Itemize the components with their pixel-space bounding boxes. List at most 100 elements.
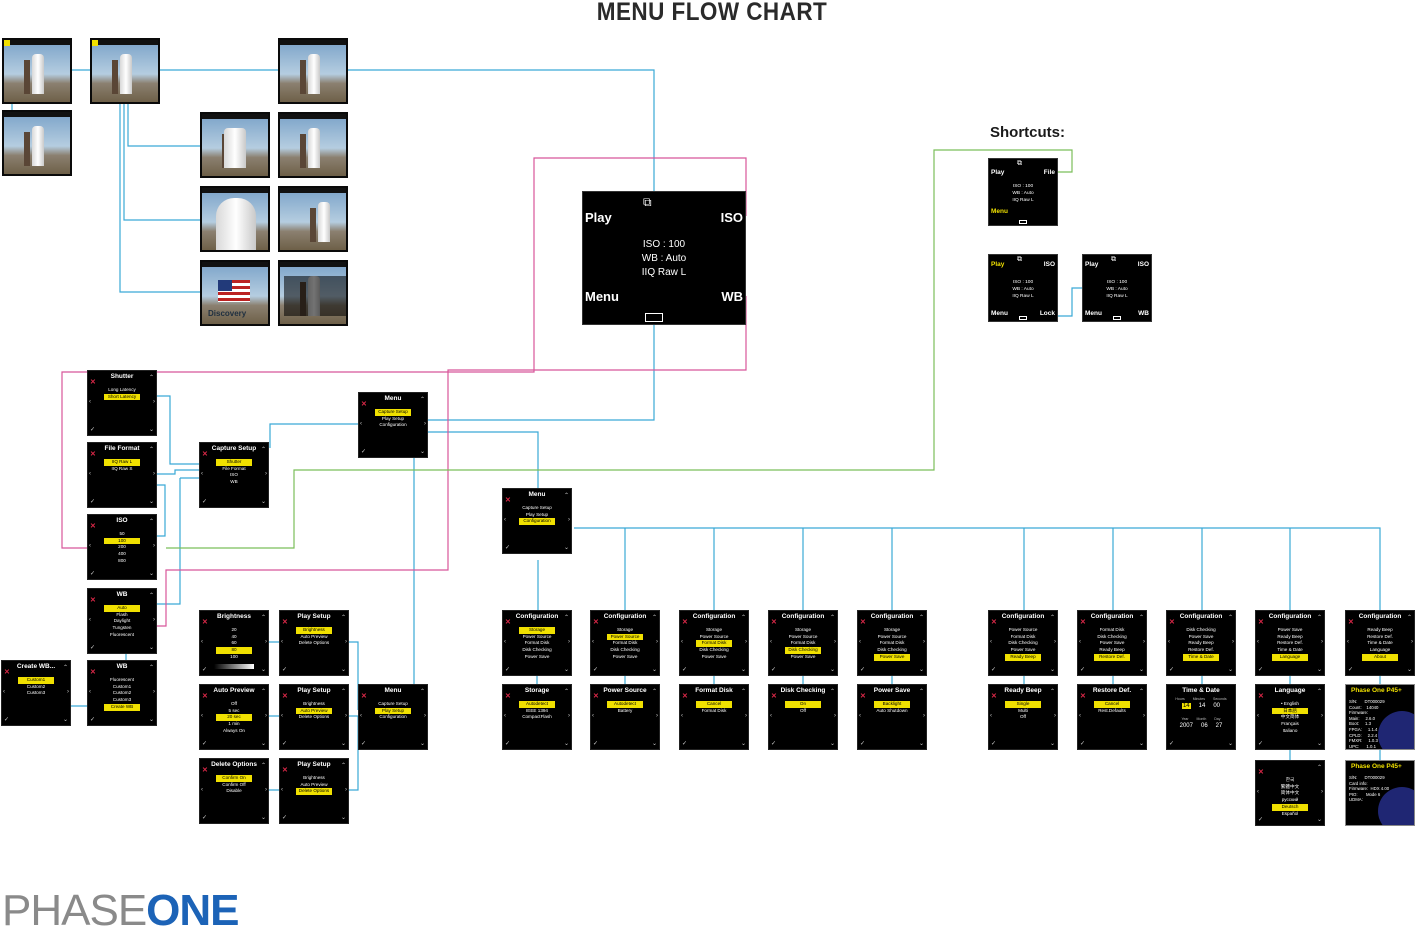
photo-thumbnail[interactable]: Discovery bbox=[200, 260, 270, 326]
chevron-right-icon[interactable]: › bbox=[1143, 639, 1145, 645]
chevron-left-icon[interactable]: ‹ bbox=[592, 639, 594, 645]
iso-softkey[interactable]: ISO bbox=[1044, 261, 1055, 268]
chevron-right-icon[interactable]: › bbox=[153, 399, 155, 405]
chevron-down-icon[interactable]: ⌄ bbox=[1139, 740, 1144, 747]
chevron-down-icon[interactable]: ⌄ bbox=[1050, 740, 1055, 747]
menu-item[interactable]: Format Disk bbox=[870, 640, 914, 647]
close-icon[interactable]: ✕ bbox=[361, 400, 367, 408]
menu-item[interactable]: Autodetect bbox=[607, 701, 643, 708]
menu-item[interactable]: Disk Checking bbox=[785, 647, 821, 654]
chevron-up-icon[interactable]: ⌃ bbox=[652, 688, 657, 695]
chevron-down-icon[interactable]: ⌄ bbox=[1407, 666, 1412, 673]
menu-item[interactable]: Configuration bbox=[371, 714, 415, 721]
chevron-left-icon[interactable]: ‹ bbox=[201, 787, 203, 793]
menu-item[interactable]: Custom1 bbox=[100, 684, 144, 691]
confirm-icon[interactable]: ✓ bbox=[90, 426, 95, 433]
month-field[interactable]: 06 bbox=[1201, 723, 1208, 729]
chevron-left-icon[interactable]: ‹ bbox=[770, 639, 772, 645]
chevron-right-icon[interactable]: › bbox=[265, 787, 267, 793]
chevron-up-icon[interactable]: ⌃ bbox=[1317, 764, 1322, 771]
chevron-left-icon[interactable]: ‹ bbox=[281, 639, 283, 645]
photo-thumbnail[interactable] bbox=[2, 110, 72, 176]
menu-item[interactable]: Deutsch bbox=[1272, 804, 1308, 811]
menu-item[interactable]: Disk Checking bbox=[870, 647, 914, 654]
chevron-up-icon[interactable]: ⌃ bbox=[261, 762, 266, 769]
menu-item[interactable]: WB bbox=[212, 479, 256, 486]
chevron-up-icon[interactable]: ⌃ bbox=[149, 446, 154, 453]
menu-softkey[interactable]: Menu bbox=[585, 289, 619, 304]
menu-item[interactable]: Confirm On bbox=[216, 775, 252, 782]
year-field[interactable]: 2007 bbox=[1180, 723, 1193, 729]
menu-item[interactable]: Delete Options bbox=[296, 788, 332, 795]
menu-item[interactable]: Play Setup bbox=[375, 708, 411, 715]
chevron-down-icon[interactable]: ⌄ bbox=[261, 740, 266, 747]
menu-item[interactable]: Shutter bbox=[216, 459, 252, 466]
menu-item[interactable]: 40 bbox=[212, 634, 256, 641]
close-icon[interactable]: ✕ bbox=[991, 618, 997, 626]
close-icon[interactable]: ✕ bbox=[282, 618, 288, 626]
menu-item[interactable]: Cancel bbox=[1094, 701, 1130, 708]
menu-item[interactable]: Auto bbox=[104, 605, 140, 612]
close-icon[interactable]: ✕ bbox=[771, 618, 777, 626]
menu-item[interactable]: Power Save bbox=[515, 654, 559, 661]
close-icon[interactable]: ✕ bbox=[1080, 618, 1086, 626]
confirm-icon[interactable]: ✓ bbox=[282, 666, 287, 673]
confirm-icon[interactable]: ✓ bbox=[771, 740, 776, 747]
chevron-up-icon[interactable]: ⌃ bbox=[149, 592, 154, 599]
menu-item[interactable]: Format Disk bbox=[1001, 634, 1045, 641]
chevron-down-icon[interactable]: ⌄ bbox=[149, 644, 154, 651]
confirm-icon[interactable]: ✓ bbox=[90, 644, 95, 651]
close-icon[interactable]: ✕ bbox=[1348, 618, 1354, 626]
photo-thumbnail[interactable] bbox=[200, 112, 270, 178]
chevron-down-icon[interactable]: ⌄ bbox=[341, 740, 346, 747]
confirm-icon[interactable]: ✓ bbox=[991, 666, 996, 673]
chevron-left-icon[interactable]: ‹ bbox=[281, 787, 283, 793]
confirm-icon[interactable]: ✓ bbox=[1348, 666, 1353, 673]
menu-item[interactable]: Off bbox=[1001, 714, 1045, 721]
confirm-icon[interactable]: ✓ bbox=[1169, 666, 1174, 673]
day-field[interactable]: 27 bbox=[1216, 723, 1223, 729]
powersource-screen[interactable]: Power Source✕⌃‹›✓⌄AutodetectBattery bbox=[590, 684, 660, 750]
menu-item[interactable]: CompactFlash bbox=[515, 714, 559, 721]
confirm-icon[interactable]: ✓ bbox=[202, 814, 207, 821]
menu-item[interactable]: Disk Checking bbox=[603, 647, 647, 654]
chevron-down-icon[interactable]: ⌄ bbox=[1317, 740, 1322, 747]
menu-item[interactable]: 400 bbox=[100, 551, 144, 558]
menu-item[interactable]: Single bbox=[1005, 701, 1041, 708]
chevron-up-icon[interactable]: ⌃ bbox=[261, 446, 266, 453]
close-icon[interactable]: ✕ bbox=[90, 522, 96, 530]
chevron-down-icon[interactable]: ⌄ bbox=[1228, 666, 1233, 673]
chevron-down-icon[interactable]: ⌄ bbox=[741, 740, 746, 747]
menu-item[interactable]: 100 bbox=[104, 538, 140, 545]
chevron-down-icon[interactable]: ⌄ bbox=[1317, 666, 1322, 673]
photo-thumbnail[interactable] bbox=[278, 38, 348, 104]
menu-item[interactable]: 한국 bbox=[1268, 777, 1312, 784]
chevron-left-icon[interactable]: ‹ bbox=[504, 639, 506, 645]
menu-item[interactable]: Custom2 bbox=[100, 690, 144, 697]
menu-item[interactable]: ISO bbox=[212, 472, 256, 479]
close-icon[interactable]: ✕ bbox=[505, 692, 511, 700]
menu-item[interactable]: Power Source bbox=[870, 634, 914, 641]
close-icon[interactable]: ✕ bbox=[682, 618, 688, 626]
menu-item[interactable]: Power Save bbox=[781, 654, 825, 661]
chevron-up-icon[interactable]: ⌃ bbox=[341, 762, 346, 769]
menu-item[interactable]: Disk Checking bbox=[515, 647, 559, 654]
chevron-up-icon[interactable]: ⌃ bbox=[261, 688, 266, 695]
chevron-up-icon[interactable]: ⌃ bbox=[741, 688, 746, 695]
menu-item[interactable]: 100 bbox=[212, 654, 256, 661]
chevron-down-icon[interactable]: ⌄ bbox=[149, 498, 154, 505]
menu-item[interactable]: Français bbox=[1268, 721, 1312, 728]
chevron-right-icon[interactable]: › bbox=[424, 421, 426, 427]
menu-item[interactable]: Daylight bbox=[100, 618, 144, 625]
menu-item[interactable]: Rest.Defaults bbox=[1090, 708, 1134, 715]
menu-item[interactable]: File Format bbox=[212, 466, 256, 473]
menu-item[interactable]: Auto Preview bbox=[292, 634, 336, 641]
diskchecking-screen[interactable]: Disk Checking✕⌃‹›✓⌄OnOff bbox=[768, 684, 838, 750]
menu-item[interactable]: Language bbox=[1358, 647, 1402, 654]
menu-item[interactable]: Custom2 bbox=[14, 684, 58, 691]
chevron-right-icon[interactable]: › bbox=[745, 639, 747, 645]
confirm-icon[interactable]: ✓ bbox=[202, 498, 207, 505]
